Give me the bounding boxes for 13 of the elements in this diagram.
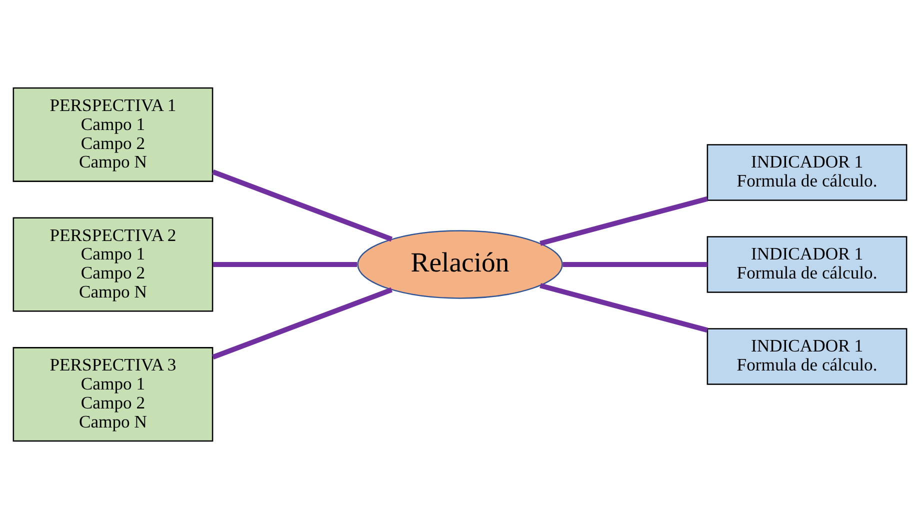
connector: [562, 262, 708, 268]
connector: [212, 170, 393, 242]
node-box: PERSPECTIVA 3 Campo 1 Campo 2 Campo N: [12, 347, 214, 442]
connector: [540, 196, 708, 246]
connector: [212, 287, 393, 360]
connector: [212, 262, 358, 268]
node-box: INDICADOR 1 Formula de cálculo.: [706, 328, 908, 385]
node-ellipse: Relación: [357, 230, 563, 299]
node-box: INDICADOR 1 Formula de cálculo.: [706, 144, 908, 201]
node-box: PERSPECTIVA 2 Campo 1 Campo 2 Campo N: [12, 217, 214, 312]
node-box: PERSPECTIVA 1 Campo 1 Campo 2 Campo N: [12, 87, 214, 182]
connector: [540, 283, 708, 333]
node-box: INDICADOR 1 Formula de cálculo.: [706, 236, 908, 293]
